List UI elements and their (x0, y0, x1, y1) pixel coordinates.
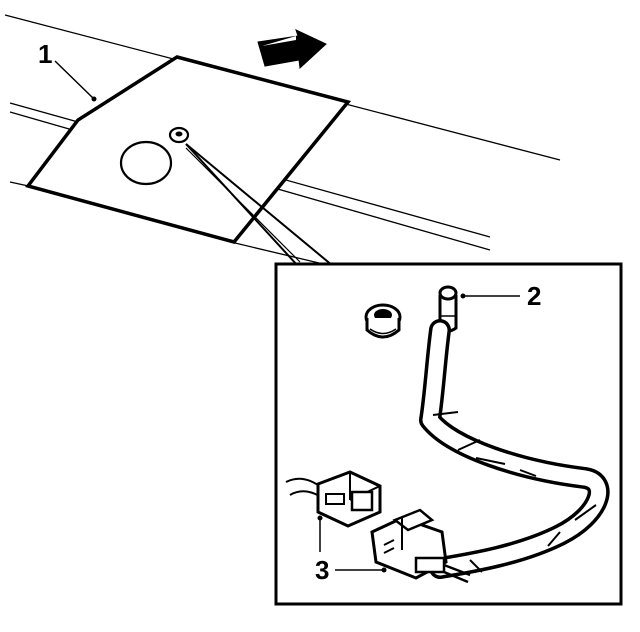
callout-2-dot (460, 293, 466, 299)
callout-3-dot-lower (381, 567, 387, 573)
grommet-small (168, 126, 190, 144)
harness-connector (370, 508, 471, 584)
callout-3-label: 3 (315, 555, 329, 585)
callout-3-dot-upper (317, 515, 323, 521)
callout-1-leader (54, 60, 95, 100)
callout-1-label: 1 (38, 39, 52, 69)
callout-1-dot (91, 96, 97, 102)
detail-leader-lines (185, 143, 334, 267)
sensor-harness (419, 319, 610, 579)
grommet-detail (364, 303, 402, 339)
plate-hole (119, 140, 173, 186)
callout-2-label: 2 (527, 281, 541, 311)
forward-arrow-icon (257, 29, 327, 70)
mating-connector (285, 470, 382, 528)
